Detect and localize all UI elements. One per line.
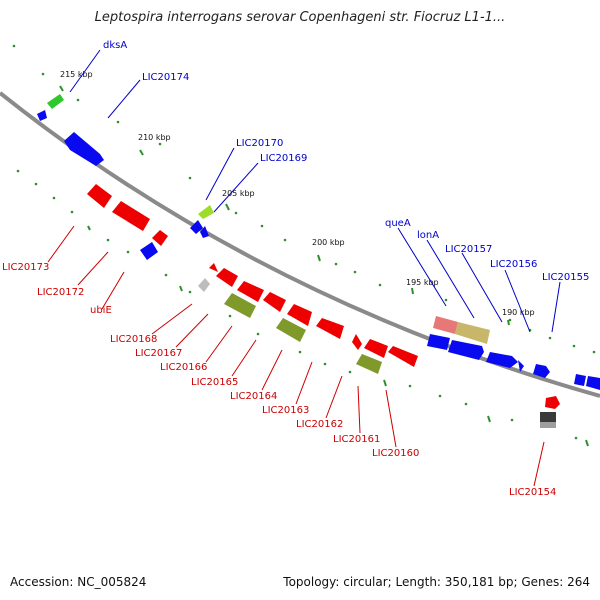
gene-LIC20162[interactable] [352, 334, 362, 350]
label-LIC20160[interactable]: LIC20160 [372, 448, 419, 459]
label-LIC20165[interactable]: LIC20165 [191, 377, 238, 388]
gene-LIC20170[interactable] [198, 205, 214, 219]
gene-LIC20155-b[interactable] [574, 374, 586, 386]
gene-LIC20156[interactable] [486, 352, 518, 368]
map-title: Leptospira interrogans serovar Copenhage… [94, 10, 506, 25]
gene-LIC20167[interactable] [209, 263, 218, 272]
gene-LIC20163[interactable] [287, 304, 312, 326]
gene-LIC20157-b[interactable] [448, 340, 484, 360]
gene-LIC20168[interactable] [198, 278, 210, 292]
gene-LIC20173[interactable] [87, 184, 112, 208]
gene-LIC20154[interactable] [545, 396, 560, 409]
tick-label-190: 190 kbp [502, 308, 535, 317]
gene-LIC20165-b[interactable] [224, 293, 256, 318]
label-LIC20156[interactable]: LIC20156 [490, 259, 537, 270]
gene-LIC20155-c[interactable] [586, 376, 600, 390]
gene-LIC20166[interactable] [216, 268, 238, 287]
gene-LIC20169[interactable] [190, 220, 203, 234]
gene-LIC20157[interactable] [427, 334, 450, 350]
tick-label-215: 215 kbp [60, 70, 93, 79]
label-LIC20167[interactable]: LIC20167 [135, 348, 182, 359]
accession-text: Accession: NC_005824 [10, 575, 147, 589]
tick-label-205: 205 kbp [222, 189, 255, 198]
label-LIC20168[interactable]: LIC20168 [110, 334, 157, 345]
label-LIC20174[interactable]: LIC20174 [142, 72, 189, 83]
label-LIC20161[interactable]: LIC20161 [333, 434, 380, 445]
forward-label-leaders [69, 49, 561, 333]
gene-LIC20155[interactable] [533, 364, 550, 378]
label-lonA[interactable]: lonA [417, 230, 439, 241]
gene-LIC20156-b[interactable] [518, 360, 524, 372]
gene-LIC20161-b[interactable] [356, 354, 382, 374]
scale-ticks [59, 85, 589, 447]
genome-backbone [0, 91, 600, 398]
gene-LIC20174[interactable] [64, 132, 104, 166]
reverse-strand-genes [87, 184, 560, 428]
gene-queA[interactable] [433, 316, 458, 334]
label-LIC20169[interactable]: LIC20169 [260, 153, 307, 164]
label-LIC20157[interactable]: LIC20157 [445, 244, 492, 255]
gene-LIC20172-b[interactable] [152, 230, 168, 246]
tick-label-200: 200 kbp [312, 238, 345, 247]
gene-LIC20174-small[interactable] [37, 110, 47, 121]
tick-label-195: 195 kbp [406, 278, 439, 287]
label-LIC20162[interactable]: LIC20162 [296, 419, 343, 430]
gene-lonA[interactable] [455, 322, 490, 344]
label-LIC20154[interactable]: LIC20154 [509, 487, 556, 498]
gene-LIC20169-b[interactable] [200, 226, 209, 238]
label-LIC20170[interactable]: LIC20170 [236, 138, 283, 149]
gene-LIC20154-c[interactable] [540, 422, 556, 428]
gene-LIC20165[interactable] [237, 281, 264, 302]
gene-LIC20160[interactable] [388, 346, 418, 367]
gene-LIC20164[interactable] [263, 292, 286, 312]
label-LIC20172[interactable]: LIC20172 [37, 287, 84, 298]
label-LIC20173[interactable]: LIC20173 [2, 262, 49, 273]
reverse-label-leaders [47, 225, 545, 487]
forward-strand-genes [37, 94, 600, 390]
tick-label-210: 210 kbp [138, 133, 171, 142]
label-LIC20166[interactable]: LIC20166 [160, 362, 207, 373]
label-LIC20155[interactable]: LIC20155 [542, 272, 589, 283]
gene-LIC20164-b[interactable] [276, 318, 306, 342]
genome-summary-text: Topology: circular; Length: 350,181 bp; … [283, 575, 590, 589]
label-LIC20163[interactable]: LIC20163 [262, 405, 309, 416]
label-queA[interactable]: queA [385, 218, 411, 229]
gene-LIC20163-b[interactable] [316, 318, 344, 339]
gene-dksA[interactable] [47, 94, 64, 109]
label-LIC20164[interactable]: LIC20164 [230, 391, 277, 402]
label-dksA[interactable]: dksA [103, 40, 127, 51]
gene-LIC20172[interactable] [112, 201, 150, 231]
label-ubiE[interactable]: ubiE [90, 305, 112, 316]
guide-dots [12, 44, 596, 440]
gene-LIC20161[interactable] [364, 339, 388, 358]
gene-ubiE-blue[interactable] [140, 242, 158, 260]
